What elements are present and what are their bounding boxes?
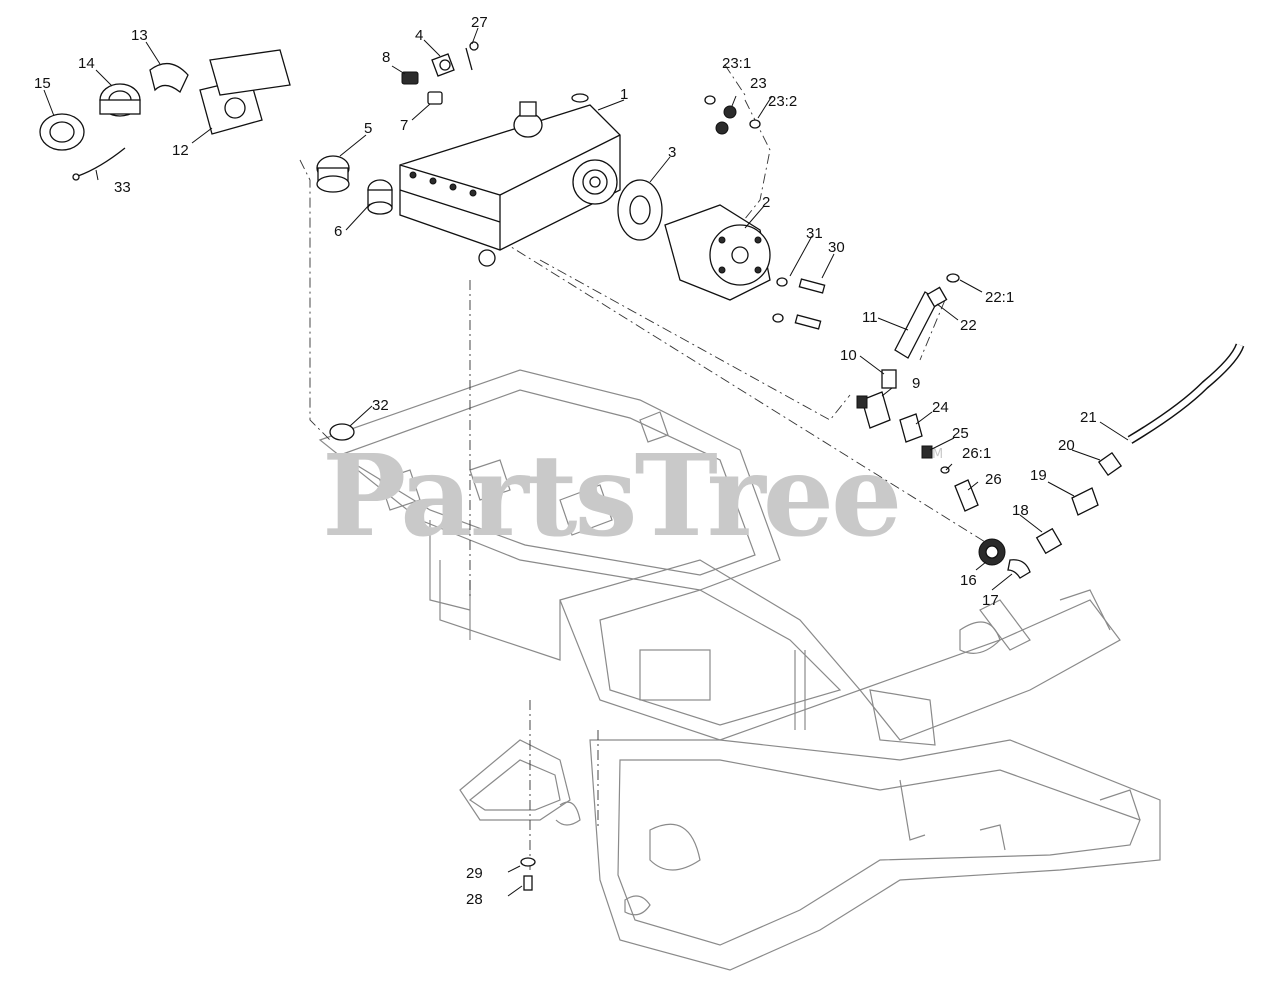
bolt-part-28 xyxy=(523,875,533,891)
bushing-part-5 xyxy=(316,155,350,193)
callout-7[interactable]: 7 xyxy=(400,117,408,134)
callout-5[interactable]: 5 xyxy=(364,120,372,137)
callout-25[interactable]: 25 xyxy=(952,425,969,442)
callout-28[interactable]: 28 xyxy=(466,891,483,908)
bolt-part-30 xyxy=(794,278,826,330)
callout-14[interactable]: 14 xyxy=(78,55,95,72)
coupler-part-18 xyxy=(1035,527,1063,555)
callout-29[interactable]: 29 xyxy=(466,865,483,882)
gasket-part-3 xyxy=(617,179,663,241)
callout-17[interactable]: 17 xyxy=(982,592,999,609)
fitting-part-25 xyxy=(921,445,933,459)
coupling-part-10 xyxy=(881,369,897,389)
watermark-text: PartsTree xyxy=(322,431,899,562)
fitting-part-8 xyxy=(401,71,419,85)
callout-12[interactable]: 12 xyxy=(172,142,189,159)
callout-19[interactable]: 19 xyxy=(1030,467,1047,484)
callout-16[interactable]: 16 xyxy=(960,572,977,589)
oring-part-22-1 xyxy=(946,273,960,283)
callout-22[interactable]: 22 xyxy=(960,317,977,334)
fitting-part-22 xyxy=(926,286,948,308)
fitting-part-4 xyxy=(431,53,455,77)
sensor-part-26 xyxy=(954,479,979,512)
oring-part-23-2 xyxy=(749,119,761,129)
callout-11[interactable]: 11 xyxy=(862,309,878,326)
callout-26-1[interactable]: 26:1 xyxy=(962,445,991,462)
fitting-part-23 xyxy=(715,105,737,135)
callout-31[interactable]: 31 xyxy=(806,225,823,242)
callout-27[interactable]: 27 xyxy=(471,14,488,31)
callout-33[interactable]: 33 xyxy=(114,179,131,196)
wire-part-33 xyxy=(72,147,126,181)
pin-part-27 xyxy=(465,41,479,71)
cap-part-15 xyxy=(39,113,85,151)
clamp-part-32 xyxy=(329,423,355,441)
elbow-part-13 xyxy=(149,63,189,94)
callout-13[interactable]: 13 xyxy=(131,27,148,44)
callout-4[interactable]: 4 xyxy=(415,27,423,44)
tee-part-19 xyxy=(1071,487,1099,516)
adapter-part-14 xyxy=(99,83,141,117)
chassis-frame xyxy=(318,369,1161,971)
fitting-part-24 xyxy=(899,413,923,443)
callout-23-1[interactable]: 23:1 xyxy=(722,55,751,72)
connector-part-20 xyxy=(1097,451,1123,477)
callout-23-2[interactable]: 23:2 xyxy=(768,93,797,110)
washer-part-29 xyxy=(520,857,536,867)
callout-26[interactable]: 26 xyxy=(985,471,1002,488)
motor-part-2 xyxy=(664,204,771,301)
elbow-part-17 xyxy=(1007,559,1031,579)
pump-block-part-1 xyxy=(399,93,621,267)
callout-3[interactable]: 3 xyxy=(668,144,676,161)
tee-fitting-part-9 xyxy=(856,391,891,429)
callout-23[interactable]: 23 xyxy=(750,75,767,92)
oring-part-23-1 xyxy=(704,95,716,105)
callout-18[interactable]: 18 xyxy=(1012,502,1029,519)
hose-part-21 xyxy=(1127,343,1245,444)
callout-10[interactable]: 10 xyxy=(840,347,857,364)
callout-24[interactable]: 24 xyxy=(932,399,949,416)
callout-6[interactable]: 6 xyxy=(334,223,342,240)
manifold-part-12 xyxy=(199,49,291,135)
callout-8[interactable]: 8 xyxy=(382,49,390,66)
leader-lines xyxy=(43,27,1129,897)
callout-22-1[interactable]: 22:1 xyxy=(985,289,1014,306)
spacer-part-6 xyxy=(367,179,393,215)
callout-1[interactable]: 1 xyxy=(620,86,628,103)
callout-20[interactable]: 20 xyxy=(1058,437,1075,454)
fitting-part-16 xyxy=(978,538,1006,566)
callout-21[interactable]: 21 xyxy=(1080,409,1097,426)
plug-part-7 xyxy=(427,91,443,105)
partstree-watermark: PartsTree TM xyxy=(322,431,943,562)
callout-30[interactable]: 30 xyxy=(828,239,845,256)
callout-15[interactable]: 15 xyxy=(34,75,51,92)
callout-32[interactable]: 32 xyxy=(372,397,389,414)
callout-labels: 1 2 3 4 5 6 7 8 9 10 11 12 13 14 15 16 1… xyxy=(34,14,1097,908)
callout-9[interactable]: 9 xyxy=(912,375,920,392)
callout-2[interactable]: 2 xyxy=(762,194,770,211)
washer-part-31 xyxy=(772,277,788,323)
